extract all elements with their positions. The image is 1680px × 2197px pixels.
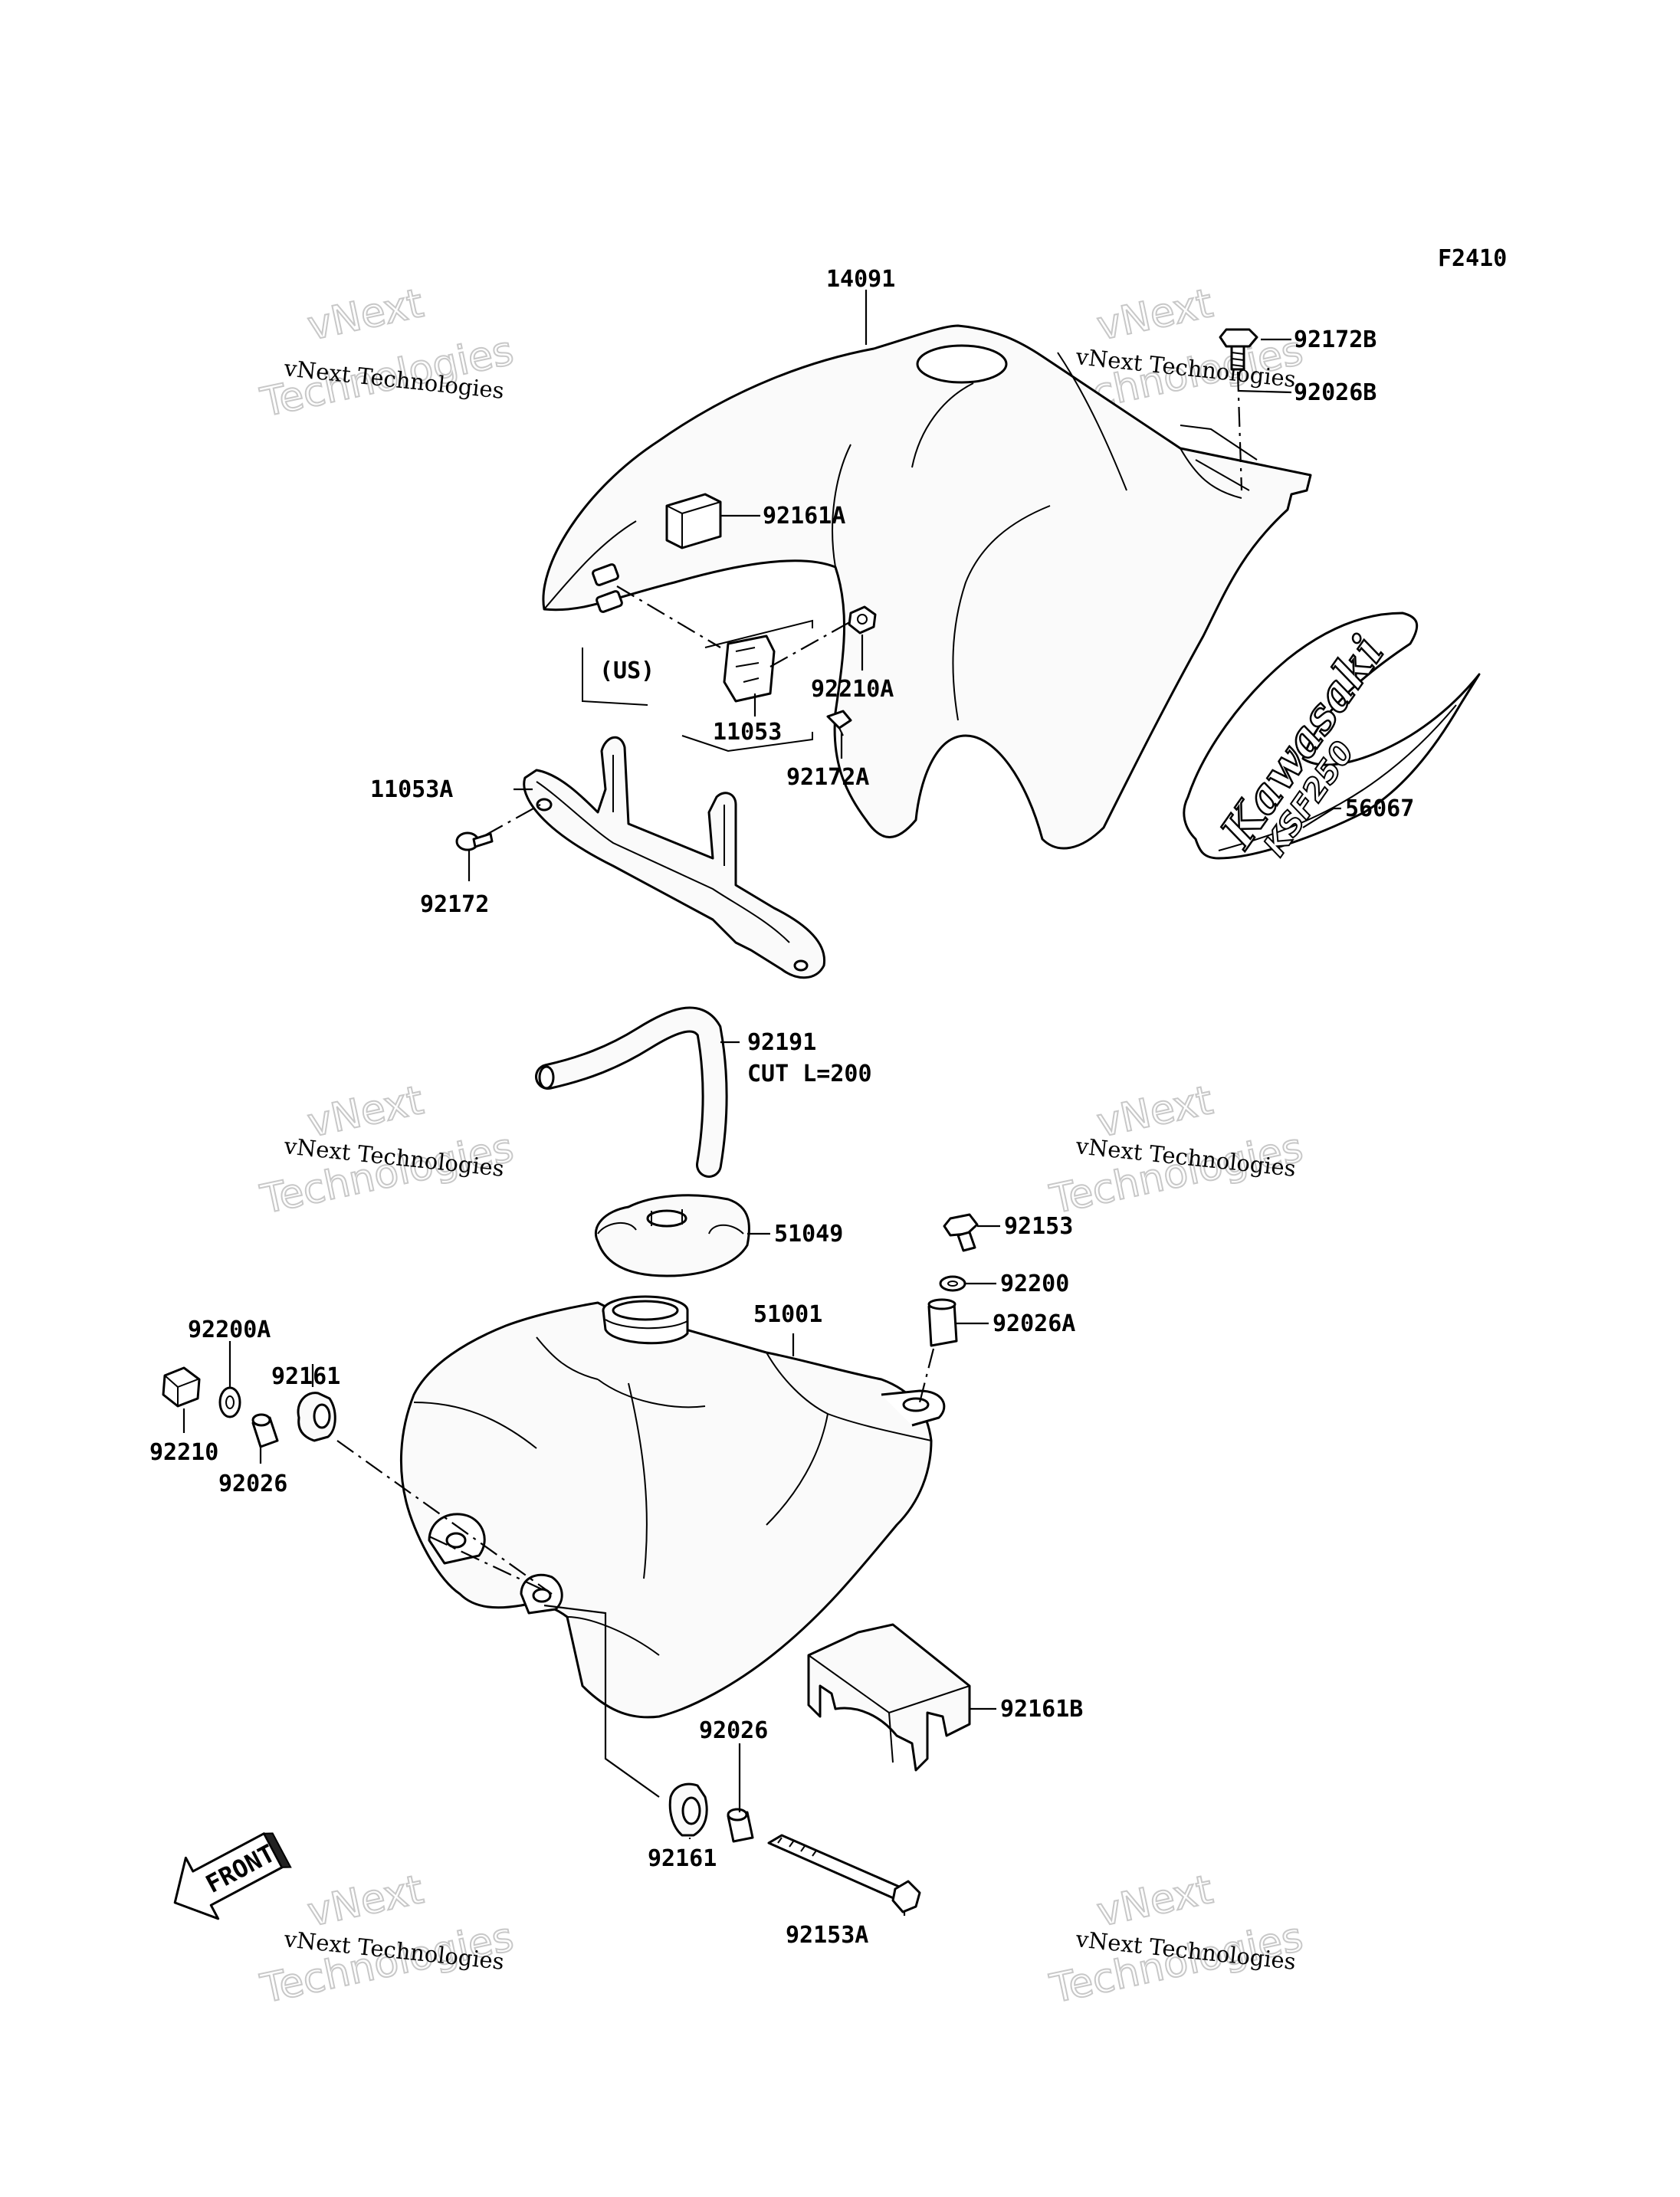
bracket-11053A bbox=[523, 736, 826, 979]
nut-92210 bbox=[162, 1366, 201, 1408]
screw-92172A bbox=[826, 710, 852, 736]
label-92172B: 92172B bbox=[1294, 326, 1376, 353]
fender-mount-tab bbox=[592, 563, 623, 613]
screw-92172 bbox=[455, 831, 494, 851]
fuel-tank-51001 bbox=[399, 1295, 946, 1719]
label-14091: 14091 bbox=[826, 266, 895, 293]
collar-92026-left bbox=[251, 1413, 279, 1448]
watermark-top-left: vNext Technologies bbox=[256, 280, 518, 427]
label-51049: 51049 bbox=[774, 1221, 843, 1248]
label-us: (US) bbox=[599, 657, 655, 684]
label-92172A: 92172A bbox=[786, 764, 869, 791]
label-92153A: 92153A bbox=[786, 1922, 868, 1949]
label-92161-left: 92161 bbox=[271, 1363, 340, 1390]
label-92153: 92153 bbox=[1004, 1213, 1073, 1240]
label-92026-left: 92026 bbox=[218, 1471, 287, 1497]
label-56067: 56067 bbox=[1345, 795, 1414, 822]
pad-92161B bbox=[807, 1623, 971, 1772]
front-direction-arrow: FRONT bbox=[173, 1832, 292, 1920]
nut-92210A bbox=[848, 605, 877, 635]
label-92026A: 92026A bbox=[993, 1310, 1075, 1337]
decal-56067: Kawasaki KSF250 bbox=[1183, 612, 1481, 864]
grommet-92161-left bbox=[297, 1392, 336, 1442]
label-92191-note: CUT L=200 bbox=[747, 1061, 872, 1087]
label-92191: 92191 bbox=[747, 1029, 816, 1056]
label-92161A: 92161A bbox=[763, 503, 845, 530]
label-92200A: 92200A bbox=[188, 1317, 271, 1343]
bolt-92153 bbox=[943, 1213, 979, 1252]
part-labels: 14091 92172B 92026B 92161A (US) 92210A 1… bbox=[149, 266, 1414, 1949]
figure-code: F2410 bbox=[1438, 245, 1507, 272]
grommet-92161-bottom bbox=[668, 1782, 708, 1837]
pad-92161A bbox=[665, 493, 722, 549]
label-92161-bottom: 92161 bbox=[648, 1845, 717, 1872]
label-92200: 92200 bbox=[1000, 1271, 1069, 1297]
label-11053A: 11053A bbox=[370, 776, 453, 803]
label-92026B: 92026B bbox=[1294, 379, 1376, 406]
us-bracket-outline bbox=[582, 619, 813, 753]
washer-92200A bbox=[218, 1386, 241, 1418]
label-92210: 92210 bbox=[149, 1439, 218, 1466]
bolt-92153A bbox=[767, 1834, 921, 1913]
leader-lines bbox=[182, 290, 1341, 1916]
collar-92026-bottom bbox=[727, 1808, 754, 1843]
front-fender-14091 bbox=[542, 324, 1312, 850]
watermark-vnext: vNext bbox=[1093, 280, 1216, 349]
watermark-vnext: vNext bbox=[304, 1867, 427, 1936]
label-92210A: 92210A bbox=[811, 676, 894, 703]
label-11053: 11053 bbox=[713, 719, 782, 746]
watermark-vnext: vNext bbox=[1093, 1867, 1216, 1936]
label-92172: 92172 bbox=[420, 891, 489, 918]
label-92161B: 92161B bbox=[1000, 1696, 1083, 1723]
label-92026-bottom: 92026 bbox=[699, 1717, 768, 1744]
label-51001: 51001 bbox=[753, 1301, 822, 1328]
fuel-cap-51049 bbox=[594, 1194, 750, 1277]
watermark-bottom-right: vNext Technologies bbox=[1045, 1866, 1308, 2013]
watermark-bottom-left: vNext Technologies bbox=[256, 1866, 518, 2013]
watermark-vnext: vNext bbox=[304, 280, 427, 349]
fuel-hose-92191 bbox=[535, 1006, 728, 1178]
collar-92026A bbox=[927, 1298, 958, 1347]
bracket-11053 bbox=[723, 635, 776, 703]
washer-92200 bbox=[939, 1275, 966, 1292]
bolt-92172B bbox=[1219, 328, 1258, 371]
